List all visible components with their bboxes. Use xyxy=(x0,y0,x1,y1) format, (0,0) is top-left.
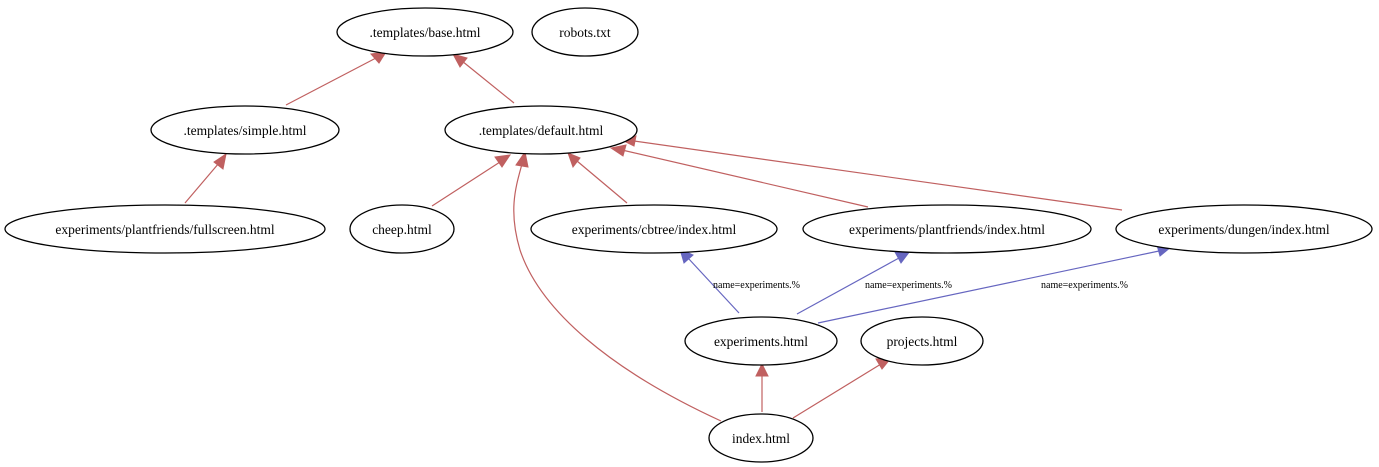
node-label: index.html xyxy=(732,431,790,446)
node-label: projects.html xyxy=(887,334,958,349)
edge-cheep-to-default xyxy=(431,154,512,207)
node-label: experiments/plantfriends/fullscreen.html xyxy=(55,222,275,237)
node-label: experiments.html xyxy=(714,334,808,349)
edge-pfindex-to-default xyxy=(609,144,869,208)
edge-index-to-projects xyxy=(792,357,893,419)
edge-label-experiments-pfindex: name=experiments.% xyxy=(865,280,952,291)
node-label: robots.txt xyxy=(559,25,611,40)
node-plantfriends-index[interactable]: experiments/plantfriends/index.html xyxy=(802,204,1092,254)
edge-label-experiments-dungen: name=experiments.% xyxy=(1041,280,1128,291)
node-experiments[interactable]: experiments.html xyxy=(684,316,838,366)
node-cheep[interactable]: cheep.html xyxy=(349,204,455,254)
node-dungen-index[interactable]: experiments/dungen/index.html xyxy=(1115,204,1373,254)
edge-fullscreen-to-simple xyxy=(184,152,227,204)
edge-default-to-base xyxy=(451,53,515,104)
node-robots[interactable]: robots.txt xyxy=(531,7,639,57)
node-projects[interactable]: projects.html xyxy=(860,316,984,366)
edge-simple-to-base xyxy=(285,51,387,106)
node-templates-simple[interactable]: .templates/simple.html xyxy=(150,105,340,155)
node-cbtree-index[interactable]: experiments/cbtree/index.html xyxy=(530,204,778,254)
node-label: experiments/plantfriends/index.html xyxy=(849,222,1045,237)
edge-cbtree-to-default xyxy=(567,152,628,204)
node-label: cheep.html xyxy=(372,222,432,237)
node-label: .templates/base.html xyxy=(370,25,481,40)
edge-index-to-default xyxy=(513,150,722,422)
node-index[interactable]: index.html xyxy=(708,413,814,463)
edge-index-to-experiments xyxy=(755,362,769,412)
edge-dungen-to-default xyxy=(620,135,1123,211)
node-label: .templates/default.html xyxy=(479,123,604,138)
node-label: .templates/simple.html xyxy=(184,123,307,138)
node-templates-default[interactable]: .templates/default.html xyxy=(444,105,638,155)
node-label: experiments/cbtree/index.html xyxy=(572,222,737,237)
node-templates-base[interactable]: .templates/base.html xyxy=(336,7,514,57)
edge-label-experiments-cbtree: name=experiments.% xyxy=(713,280,800,291)
node-label: experiments/dungen/index.html xyxy=(1158,222,1330,237)
node-plantfriends-fullscreen[interactable]: experiments/plantfriends/fullscreen.html xyxy=(4,204,326,254)
